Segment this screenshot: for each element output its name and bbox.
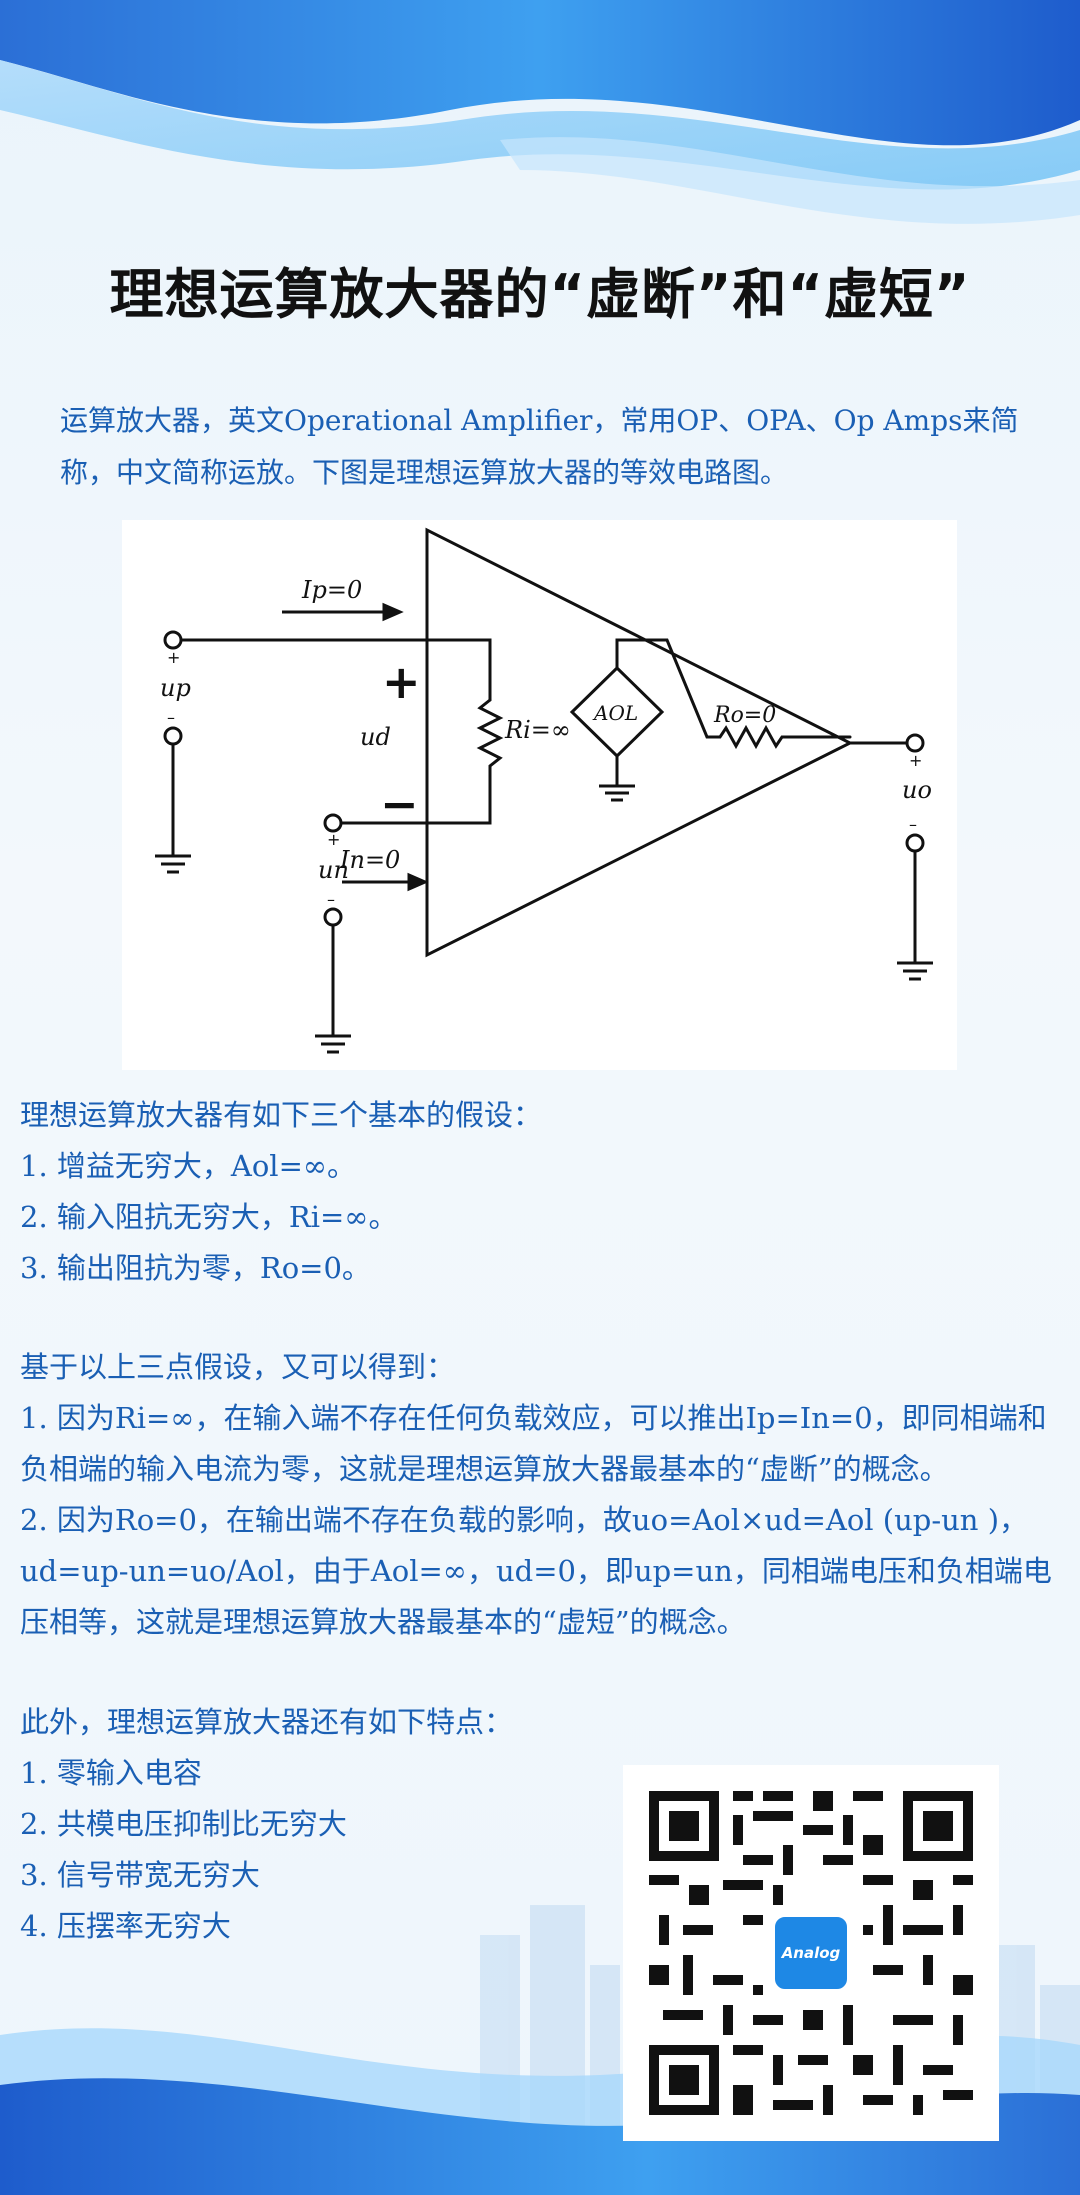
page-title: 理想运算放大器的“虚断”和“虚短” <box>109 263 971 326</box>
in-label: In=0 <box>339 846 400 874</box>
terminal-up-minus <box>163 726 183 746</box>
ro-label: Ro=0 <box>713 703 776 728</box>
terminal-un-plus <box>323 813 343 833</box>
assumption-item: 2. 输入阻抗无穷大，Ri=∞。 <box>20 1200 398 1234</box>
conclusions-heading: 基于以上三点假设，又可以得到： <box>20 1350 456 1384</box>
svg-text:+: + <box>327 830 340 849</box>
feature-item: 2. 共模电压抑制比无穷大 <box>20 1807 347 1841</box>
qr-code[interactable]: Analog <box>623 1765 999 2141</box>
features-heading: 此外，理想运算放大器还有如下特点： <box>20 1705 514 1739</box>
svg-text:–: – <box>167 708 175 727</box>
intro-paragraph: 运算放大器，英文Operational Amplifier，常用OP、OPA、O… <box>60 404 1019 489</box>
noninverting-input-wire <box>171 638 492 702</box>
conclusions-section: 基于以上三点假设，又可以得到： 1. 因为Ri=∞，在输入端不存在任何负载效应，… <box>20 1342 1070 1648</box>
feature-item: 3. 信号带宽无穷大 <box>20 1858 260 1892</box>
ri-label: Ri=∞ <box>504 716 571 744</box>
svg-text:+: + <box>167 648 180 667</box>
op-amp-triangle <box>425 527 854 958</box>
aol-label: AOL <box>592 701 638 725</box>
assumption-item: 1. 增益无穷大，Aol=∞。 <box>20 1149 357 1183</box>
svg-text:+: + <box>909 751 922 770</box>
up-label: up <box>160 674 191 702</box>
plus-sign: + <box>382 655 421 709</box>
terminal-uo-plus <box>905 733 925 753</box>
terminal-up-plus <box>163 630 183 650</box>
assumptions-section: 理想运算放大器有如下三个基本的假设： 1. 增益无穷大，Aol=∞。 2. 输入… <box>20 1090 1070 1294</box>
features-section: 此外，理想运算放大器还有如下特点： 1. 零输入电容 2. 共模电压抑制比无穷大… <box>20 1697 1070 1952</box>
terminal-un-minus <box>323 907 343 927</box>
un-label: un <box>318 856 349 884</box>
analog-logo-icon: Analog <box>771 1913 851 1993</box>
uo-label: uo <box>902 776 932 804</box>
conclusion-item-virtual-short: 2. 因为Ro=0，在输出端不存在负载的影响，故uo=Aol×ud=Aol (u… <box>20 1503 1052 1639</box>
feature-item: 4. 压摆率无穷大 <box>20 1909 231 1943</box>
ud-label: ud <box>360 723 391 751</box>
conclusion-item-virtual-open: 1. 因为Ri=∞，在输入端不存在任何负载效应，可以推出Ip=In=0，即同相端… <box>20 1401 1047 1486</box>
assumption-item: 3. 输出阻抗为零，Ro=0。 <box>20 1251 371 1285</box>
footer-wave-decoration <box>0 1905 1080 2195</box>
ip-label: Ip=0 <box>301 576 362 604</box>
svg-text:–: – <box>909 815 917 834</box>
terminal-uo-minus <box>905 833 925 853</box>
qr-code-pattern <box>649 1791 973 2115</box>
ri-resistor <box>331 698 504 825</box>
feature-item: 1. 零输入电容 <box>20 1756 202 1790</box>
assumptions-heading: 理想运算放大器有如下三个基本的假设： <box>20 1098 543 1132</box>
header-wave-decoration <box>0 0 1080 224</box>
minus-sign: − <box>380 777 419 831</box>
svg-text:–: – <box>327 890 335 909</box>
op-amp-equivalent-circuit: Ip=0 In=0 up un ud uo Ri=∞ Ro=0 AOL + − … <box>122 520 957 1070</box>
